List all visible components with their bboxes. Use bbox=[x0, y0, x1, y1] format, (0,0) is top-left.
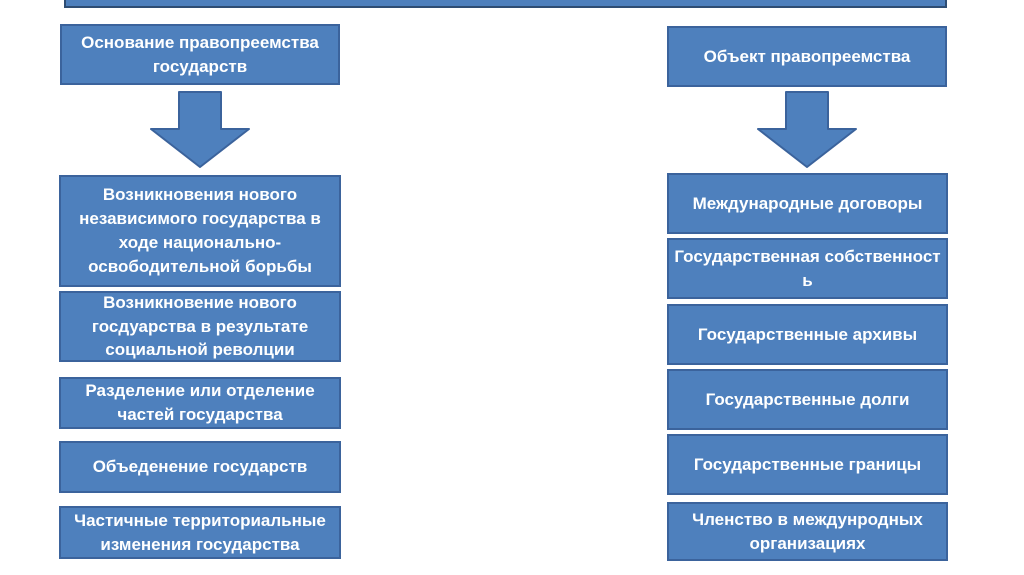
list-item: Объеденение государств bbox=[59, 441, 341, 493]
list-item: Возникновения нового независимого госуда… bbox=[59, 175, 341, 287]
list-item-label: Возникновения нового независимого госуда… bbox=[79, 185, 321, 276]
left-column-header: Основание правопреемства государств bbox=[60, 24, 340, 85]
list-item: Государственная собственност ь bbox=[667, 238, 948, 299]
list-item-label: Частичные территориальные изменения госу… bbox=[74, 510, 326, 554]
list-item-label: Государственные долги bbox=[705, 389, 910, 409]
list-item: Частичные территориальные изменения госу… bbox=[59, 506, 341, 559]
list-item: Разделение или отделение частей государс… bbox=[59, 377, 341, 429]
list-item-label: Разделение или отделение частей государс… bbox=[85, 381, 315, 424]
top-title-bar bbox=[64, 0, 947, 8]
left-column-items: Возникновения нового независимого госуда… bbox=[59, 175, 341, 559]
down-arrow-icon bbox=[150, 91, 250, 168]
down-arrow-icon bbox=[757, 91, 857, 168]
list-item-label: Объеденение государств bbox=[92, 457, 308, 477]
list-item-label: Возникновение нового госдуарства в резул… bbox=[91, 292, 309, 360]
list-item: Государственные границы bbox=[667, 434, 948, 495]
list-item: Государственные архивы bbox=[667, 304, 948, 365]
list-item-label: Международные договоры bbox=[692, 193, 923, 213]
list-item-label: Государственные границы bbox=[693, 454, 922, 474]
list-item: Членство в междунродных организациях bbox=[667, 502, 948, 561]
list-item-label: Членство в междунродных организациях bbox=[692, 509, 923, 553]
list-item: Государственные долги bbox=[667, 369, 948, 430]
list-item-label: Государственные архивы bbox=[697, 324, 918, 344]
list-item: Возникновение нового госдуарства в резул… bbox=[59, 291, 341, 362]
right-column-header: Объект правопреемства bbox=[667, 26, 947, 87]
list-item-label: Государственная собственност ь bbox=[674, 246, 941, 290]
right-column-items: Международные договоры Государственная с… bbox=[667, 173, 948, 561]
list-item: Международные договоры bbox=[667, 173, 948, 234]
